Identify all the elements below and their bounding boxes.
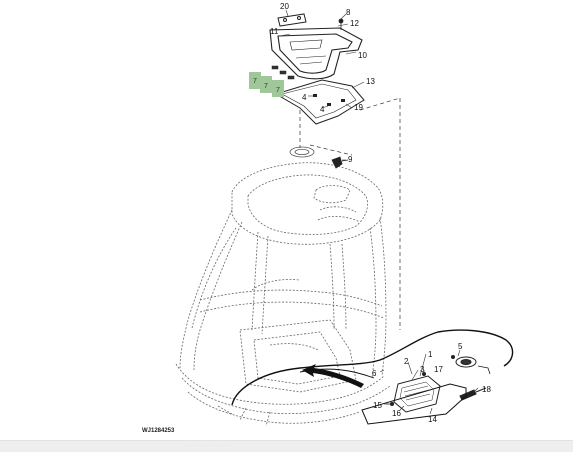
callout-6[interactable]: 6 [372, 369, 377, 378]
highlight-tag-3-label: 7 [276, 87, 280, 94]
bottom-bar-dots: · · · · · · · · · [186, 443, 230, 449]
part-10-panel [269, 27, 363, 80]
callout-11[interactable]: 11 [270, 27, 279, 36]
callout-1[interactable]: 1 [428, 350, 433, 359]
callout-19[interactable]: 19 [354, 103, 363, 112]
part-9-plug [331, 156, 349, 169]
cab-frame [175, 162, 391, 427]
highlight-tags: 7 7 7 [249, 72, 284, 97]
highlight-tag-2[interactable] [260, 76, 272, 93]
callout-16[interactable]: 16 [392, 409, 401, 418]
callout-leaders [279, 9, 479, 415]
callout-5[interactable]: 5 [458, 342, 463, 351]
part-4-clips [313, 94, 345, 106]
part-13-gasket [274, 79, 365, 125]
figure-id: WJ1284253 [142, 428, 175, 434]
callout-10[interactable]: 10 [358, 51, 367, 60]
direction-arrow [302, 364, 364, 388]
callout-4-right[interactable]: 4 [320, 105, 325, 114]
bottom-toolbar: · · · · · · · · · [0, 440, 573, 452]
callout-18[interactable]: 18 [482, 385, 491, 394]
clips-7 [271, 65, 295, 80]
callout-numbers: 20 8 12 11 10 13 4 4 19 9 2 1 3 17 5 6 1… [270, 2, 491, 424]
highlight-tag-2-label: 7 [264, 83, 268, 90]
kit-bracket-frame [361, 383, 467, 425]
callout-20[interactable]: 20 [280, 2, 289, 11]
parts-diagram: 7 7 7 20 8 12 11 10 13 4 4 19 9 [142, 2, 514, 434]
callout-13[interactable]: 13 [366, 77, 375, 86]
callout-3[interactable]: 3 [420, 365, 425, 374]
callout-12[interactable]: 12 [350, 19, 359, 28]
callout-17[interactable]: 17 [434, 365, 443, 374]
highlight-tag-1-label: 7 [253, 78, 257, 85]
callout-15[interactable]: 15 [373, 401, 382, 410]
callout-14[interactable]: 14 [428, 415, 437, 424]
callout-8[interactable]: 8 [346, 8, 351, 17]
part-5-antenna [451, 355, 491, 375]
highlight-tag-3[interactable] [272, 80, 284, 97]
part-20-bracket [277, 13, 307, 27]
leader-lines [299, 97, 401, 330]
callout-2[interactable]: 2 [404, 357, 409, 366]
roof-mount-ring [289, 146, 315, 158]
highlight-tag-1[interactable] [249, 72, 261, 89]
callout-4-left[interactable]: 4 [302, 93, 307, 102]
callout-9[interactable]: 9 [348, 155, 353, 164]
